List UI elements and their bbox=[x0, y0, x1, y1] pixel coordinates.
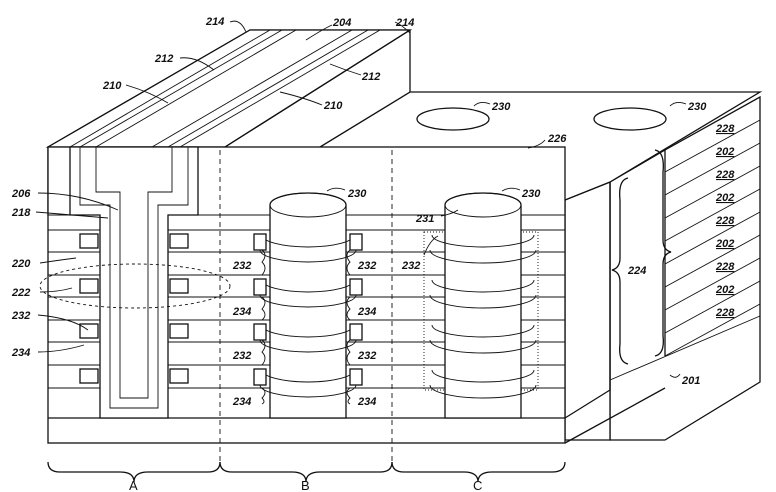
ref-210-left: 210 bbox=[102, 80, 122, 92]
brace-region-c bbox=[391, 461, 566, 483]
dashed-ellipse bbox=[39, 263, 231, 309]
ref-232-a: 232 bbox=[11, 310, 30, 322]
ref-234-b-right-2: 234 bbox=[357, 396, 376, 408]
small-braces-b bbox=[261, 249, 351, 405]
ref-206: 206 bbox=[11, 188, 31, 200]
a-cells bbox=[79, 233, 189, 384]
ref-212-left: 212 bbox=[154, 53, 173, 65]
b-cells bbox=[253, 233, 363, 386]
ref-234-a: 234 bbox=[11, 347, 30, 359]
stack-label-202-1: 202 bbox=[715, 146, 734, 158]
brace-region-b bbox=[219, 461, 393, 483]
ref-230-top-1: 230 bbox=[491, 101, 511, 113]
ref-232-b-right-1: 232 bbox=[357, 260, 376, 272]
ref-204: 204 bbox=[332, 17, 351, 29]
ref-218: 218 bbox=[11, 207, 31, 219]
ref-234-b-left-2: 234 bbox=[232, 396, 251, 408]
pillar-c bbox=[423, 192, 539, 419]
region-label-a: A bbox=[129, 478, 138, 492]
ref-230-c: 230 bbox=[521, 188, 541, 200]
t-trench bbox=[39, 146, 231, 419]
ref-230-top-2: 230 bbox=[687, 101, 707, 113]
ref-232-b-left-1: 232 bbox=[232, 260, 251, 272]
ref-212-right: 212 bbox=[361, 71, 380, 83]
stack-label-228-3: 228 bbox=[715, 215, 735, 227]
stack-label-228-5: 228 bbox=[715, 307, 735, 319]
stack-label-202-3: 202 bbox=[715, 238, 734, 250]
ref-232-b-left-2: 232 bbox=[232, 350, 251, 362]
brace-region-a bbox=[47, 461, 221, 483]
stack-label-228-4: 228 bbox=[715, 261, 735, 273]
ref-231: 231 bbox=[415, 213, 434, 225]
ref-226: 226 bbox=[547, 133, 567, 145]
pillar-b bbox=[253, 192, 363, 419]
top-hole-1 bbox=[416, 107, 490, 131]
top-hole-2 bbox=[593, 107, 667, 131]
trench-top-lines bbox=[69, 29, 381, 148]
stack-label-228-1: 228 bbox=[715, 123, 735, 135]
ref-222: 222 bbox=[11, 287, 30, 299]
ref-232-c: 232 bbox=[401, 260, 420, 272]
brace-224-left bbox=[611, 177, 629, 365]
stack-label-202-4: 202 bbox=[715, 284, 734, 296]
ref-220: 220 bbox=[11, 258, 31, 270]
region-label-b: B bbox=[301, 478, 310, 492]
brace-224-right bbox=[654, 149, 672, 357]
ref-232-b-right-2: 232 bbox=[357, 350, 376, 362]
ref-210-right: 210 bbox=[323, 100, 343, 112]
ref-214-right: 214 bbox=[395, 17, 414, 29]
stack-label-228-2: 228 bbox=[715, 169, 735, 181]
stack-layer-lines bbox=[609, 119, 761, 381]
ref-234-b-left-1: 234 bbox=[232, 306, 251, 318]
ref-230-b: 230 bbox=[347, 188, 367, 200]
ref-234-b-right-1: 234 bbox=[357, 306, 376, 318]
ref-224: 224 bbox=[627, 265, 646, 277]
ref-214-left: 214 bbox=[205, 16, 224, 28]
ref-201: 201 bbox=[681, 375, 700, 387]
stack-label-202-2: 202 bbox=[715, 192, 734, 204]
region-label-c: C bbox=[473, 478, 482, 492]
leader-lines bbox=[35, 20, 687, 378]
